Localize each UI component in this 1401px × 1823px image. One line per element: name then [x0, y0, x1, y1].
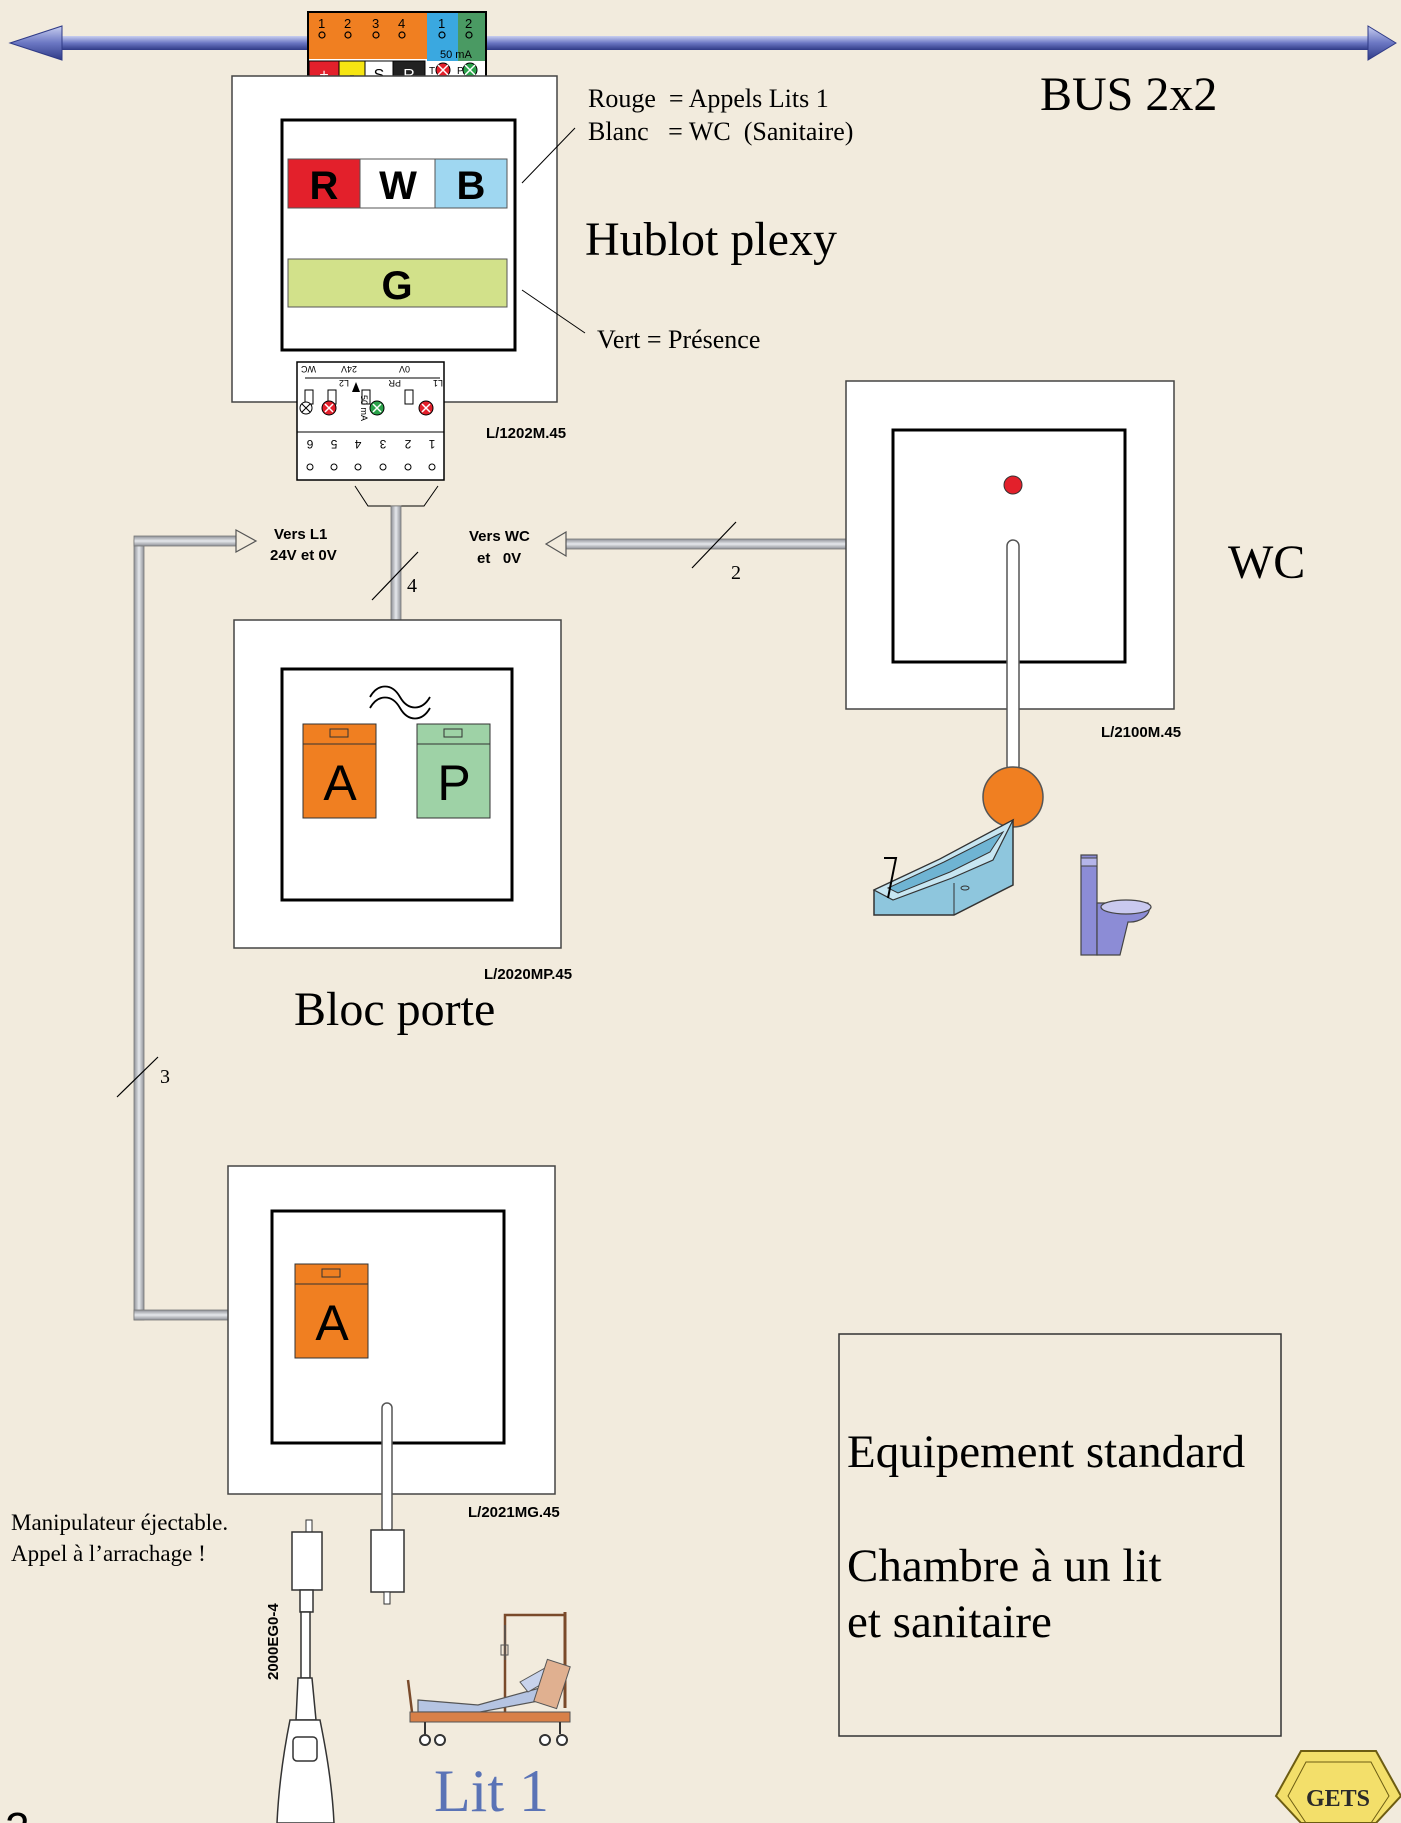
green-leader-line: [521, 289, 586, 334]
wc-pull-handle[interactable]: [982, 766, 1044, 828]
hublot-letter-g: G: [381, 264, 412, 308]
wc-indicator-lamp-icon: [1003, 475, 1023, 495]
bus-terminal-b2: 2: [465, 16, 472, 31]
block-number-1: 1: [428, 437, 435, 451]
handset-icon[interactable]: [276, 1519, 335, 1823]
info-box: [838, 1333, 1282, 1737]
arrow-to-wc-icon: [544, 530, 567, 558]
gets-logo: GETS: [1274, 1750, 1401, 1823]
bloc-porte-button-p-label: P: [437, 755, 470, 811]
wc-title: WC: [1228, 536, 1305, 589]
block-number-5: 5: [330, 437, 337, 451]
wc-unit: [845, 380, 1175, 828]
info-line3: et sanitaire: [847, 1596, 1052, 1648]
hublot-letter-b: B: [457, 164, 486, 208]
info-line1: Equipement standard: [847, 1426, 1245, 1478]
bus-right-arrow-icon: [1367, 25, 1397, 61]
bed-unit-model: L/2021MG.45: [468, 1504, 560, 1521]
cable-count-4: 4: [407, 575, 417, 597]
bus-bar: [8, 25, 1397, 61]
block-red-lamp-l2-icon: [321, 400, 337, 416]
bloc-porte-button-a[interactable]: A: [302, 723, 377, 819]
legend-line-green: Vert = Présence: [597, 325, 760, 354]
manip-line2: Appel à l’arrachage !: [11, 1541, 206, 1566]
arrow-to-l1-icon: [235, 528, 258, 554]
cable-count-2: 2: [731, 562, 741, 584]
wc-model: L/2100M.45: [1101, 724, 1181, 741]
bloc-porte-button-p[interactable]: P: [416, 723, 491, 819]
hublot-model: L/1202M.45: [486, 425, 566, 442]
hublot-title: Hublot plexy: [585, 213, 837, 266]
block-label-l1: L1: [433, 378, 443, 388]
block-number-6: 6: [306, 437, 313, 451]
bus-terminal-4: 4: [398, 16, 405, 31]
bed-unit-button-a-label: A: [315, 1295, 349, 1351]
legend-leader-line: [521, 127, 576, 184]
block-red-lamp-l1-icon: [418, 400, 434, 416]
bathtub-icon: [872, 818, 1015, 916]
cable-count-3: 3: [160, 1066, 170, 1088]
block-number-3: 3: [379, 437, 386, 451]
info-line2: Chambre à un lit: [847, 1540, 1162, 1592]
block-label-24v: 24V: [341, 364, 357, 374]
to-wc-line2: et 0V: [477, 550, 521, 567]
indicator-t: T: [429, 66, 435, 77]
block-label-l2: L2: [339, 378, 349, 388]
bed-label: Lit 1: [434, 1758, 549, 1823]
manip-line1: Manipulateur éjectable.: [11, 1510, 228, 1535]
block-label-50ma: 50 mA: [359, 395, 369, 421]
wc-pull-cord: [1006, 539, 1020, 773]
bus-terminal-2: 2: [344, 16, 351, 31]
block-white-lamp-icon: [299, 401, 313, 415]
bloc-porte-unit: A P: [233, 619, 562, 949]
bed-call-unit: A: [227, 1165, 556, 1605]
hospital-bed-icon: [406, 1612, 571, 1746]
to-l1-line1: Vers L1: [274, 526, 327, 543]
bus-terminal-1: 1: [318, 16, 325, 31]
tilde-icon: [369, 685, 431, 709]
block-green-lamp-icon: [369, 400, 385, 416]
to-wc-line1: Vers WC: [469, 528, 530, 545]
to-l1-line2: 24V et 0V: [270, 547, 337, 564]
hublot-letter-r: R: [310, 164, 339, 208]
legend-line-red: Rouge = Appels Lits 1: [588, 84, 829, 113]
legend-line-white: Blanc = WC (Sanitaire): [588, 117, 853, 146]
bus-terminal-3: 3: [372, 16, 379, 31]
block-up-arrow-icon: [352, 382, 360, 392]
toilet-icon: [1080, 854, 1152, 956]
bus-current-label: 50 mA: [440, 49, 472, 61]
logo-text: GETS: [1306, 1786, 1370, 1812]
cables: [116, 505, 848, 1321]
hublot-unit: R W B G: [231, 75, 558, 403]
bloc-porte-button-a-label: A: [323, 755, 357, 811]
block-label-pr: PR: [388, 378, 401, 388]
bed-unit-plug-icon: [370, 1529, 405, 1593]
bloc-porte-title: Bloc porte: [294, 983, 495, 1036]
block-number-2: 2: [404, 437, 411, 451]
bus-title: BUS 2x2: [1040, 68, 1217, 121]
indicator-p: P: [457, 66, 464, 77]
block-number-4: 4: [354, 437, 361, 451]
page-number: 2: [5, 1804, 29, 1823]
bus-terminal-b1: 1: [438, 16, 445, 31]
block-label-wc: WC: [301, 364, 316, 374]
bus-left-arrow-icon: [8, 25, 63, 61]
bed-unit-button-a[interactable]: A: [294, 1263, 369, 1359]
hublot-letter-w: W: [379, 164, 417, 208]
manip-model: 2000EG0-4: [265, 1603, 282, 1680]
block-label-0v: 0V: [399, 364, 410, 374]
bloc-porte-model: L/2020MP.45: [484, 966, 572, 983]
hublot-terminal-block: WC 24V 0V L2 PR L1 50 mA: [296, 361, 445, 507]
